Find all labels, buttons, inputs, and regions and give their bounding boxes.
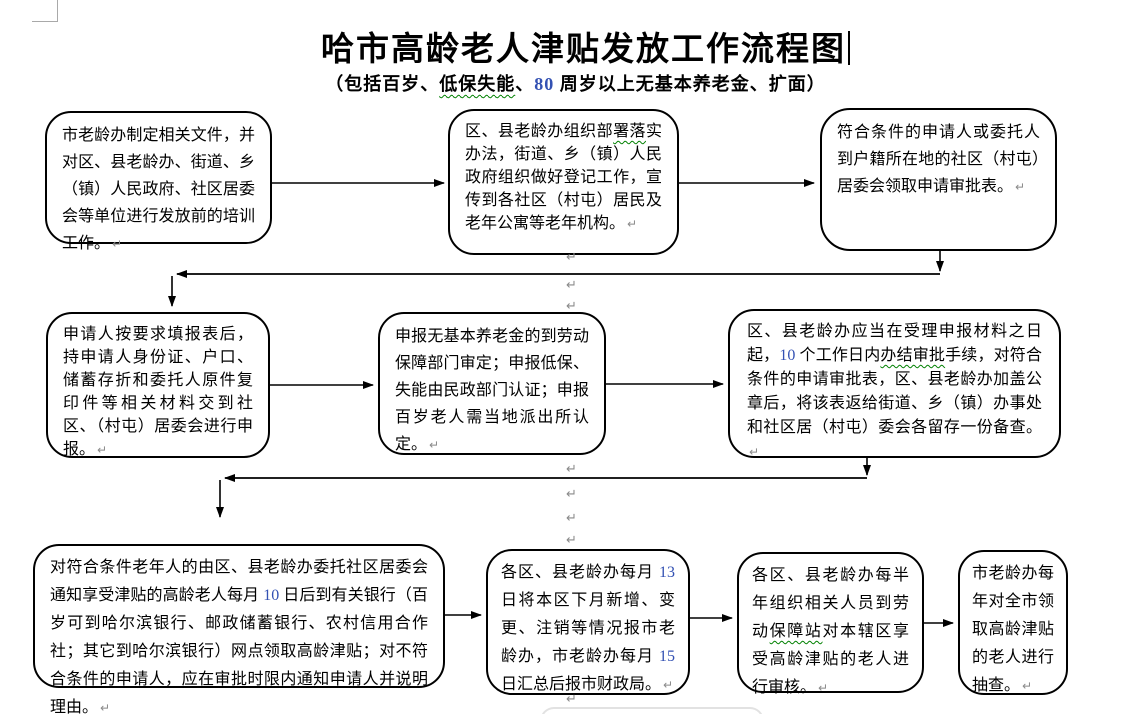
text-segment-num: 10 xyxy=(779,347,796,364)
paragraph-mark: ↵ xyxy=(566,533,577,548)
text-segment: 区、县老龄办应当在受理申报材料之日起， xyxy=(747,323,1042,364)
text-segment: 日将本区下月新增、变更、注销等情况报市老龄办，市老龄办每月 xyxy=(501,592,675,665)
text-segment-wavy: 署落 xyxy=(613,123,646,140)
paragraph-mark: ↵ xyxy=(566,299,577,314)
text-segment-num: 15 xyxy=(659,648,675,665)
text-segment: 市老龄办制定相关文件，并对区、县老龄办、街道、乡（镇）人民政府、社区居委会等单位… xyxy=(62,127,255,252)
text-segment-num: 13 xyxy=(659,564,675,581)
paragraph-mark: ↵ xyxy=(112,237,123,251)
margin-corner-mark-vertical xyxy=(57,0,58,21)
page-title[interactable]: 哈市高龄老人津贴发放工作流程图 xyxy=(20,22,1131,70)
text-segment: 对符合条件老年人的由区、县老龄办委托社区居委会通知享受津贴的高龄老人每月 xyxy=(50,559,428,604)
text-segment: 个工作日内 xyxy=(795,347,881,364)
text-segment: 实办法，街道、乡（镇）人民政府组织做好登记工作，宣传到各社区（村屯）居民及老年公… xyxy=(465,123,662,232)
flow-box-8-monthly-report[interactable]: 各区、县老龄办每月 13 日将本区下月新增、变更、注销等情况报市老龄办，市老龄办… xyxy=(486,549,690,695)
paragraph-mark: ↵ xyxy=(429,438,440,452)
text-segment-num: 80 xyxy=(534,74,555,94)
paragraph-mark: ↵ xyxy=(566,278,577,293)
flow-box-2-deployment[interactable]: 区、县老龄办组织部署落实办法，街道、乡（镇）人民政府组织做好登记工作，宣传到各社… xyxy=(448,109,679,255)
text-segment: 区、县老龄办组织部 xyxy=(465,123,614,140)
flow-box-5-certification[interactable]: 申报无基本养老金的到劳动保障部门审定；申报低保、失能由民政部门认证；申报百岁老人… xyxy=(378,312,606,455)
paragraph-mark: ↵ xyxy=(566,462,577,477)
text-segment: 周岁以上无基本养老金、扩面） xyxy=(554,74,826,94)
text-segment: 市老龄办每年对全市领取高龄津贴的老人进行抽查。 xyxy=(972,565,1054,694)
text-segment: 对本辖区享受高龄津贴的老人进行审核。 xyxy=(752,623,909,696)
paragraph-mark: ↵ xyxy=(627,217,638,231)
flow-box-4-submit-materials[interactable]: 申请人按要求填报表后，持申请人身份证、户口、储蓄存折和委托人原件复印件等相关材料… xyxy=(46,312,270,458)
text-segment: 申请人按要求填报表后，持申请人身份证、户口、储蓄存折和委托人原件复印件等相关材料… xyxy=(63,326,253,458)
text-cursor-caret xyxy=(848,31,850,65)
text-segment: 申报无基本养老金的到劳动保障部门审定；申报低保、失能由民政部门认证；申报百岁老人… xyxy=(395,328,589,453)
text-segment: 各区、县老龄办每半年组织相关人员到劳动 xyxy=(752,567,909,640)
partial-shape-bottom xyxy=(540,707,764,714)
paragraph-mark: ↵ xyxy=(100,701,111,714)
paragraph-mark: ↵ xyxy=(818,681,829,695)
paragraph-mark: ↵ xyxy=(663,678,674,692)
paragraph-mark: ↵ xyxy=(1015,180,1026,194)
flow-box-6-approval[interactable]: 区、县老龄办应当在受理申报材料之日起，10 个工作日内办结审批手续，对符合条件的… xyxy=(728,309,1061,459)
text-segment: 日后到有关银行（百岁可到哈尔滨银行、邮政储蓄银行、农村信用合作社；其它到哈尔滨银… xyxy=(50,587,428,714)
text-segment-wavy: 保障站 xyxy=(769,623,823,640)
text-segment: （包括百岁、 xyxy=(325,74,440,94)
flow-box-3-get-form[interactable]: 符合条件的申请人或委托人到户籍所在地的社区（村屯）居委会领取申请审批表。↵ xyxy=(820,108,1057,251)
paragraph-mark: ↵ xyxy=(566,692,577,707)
text-segment: 手续，对符合条件的申请审批表，区、县老龄办加盖公章后，将该表返给街道、乡（镇）办… xyxy=(747,347,1042,436)
paragraph-mark: ↵ xyxy=(566,487,577,502)
text-segment-num: 10 xyxy=(263,587,280,604)
text-segment: 日汇总后报市财政局。 xyxy=(501,676,662,693)
text-segment: 各区、县老龄办每月 xyxy=(501,564,659,581)
text-segment-wavy: 办结审批 xyxy=(880,347,946,364)
paragraph-mark: ↵ xyxy=(749,445,760,459)
page-title-text: 哈市高龄老人津贴发放工作流程图 xyxy=(321,32,846,68)
text-segment-wavy: 低保失能 xyxy=(439,74,516,94)
flow-box-7-payment[interactable]: 对符合条件老年人的由区、县老龄办委托社区居委会通知享受津贴的高龄老人每月 10 … xyxy=(33,544,445,714)
text-segment: 符合条件的申请人或委托人到户籍所在地的社区（村屯）居委会领取申请审批表。 xyxy=(837,124,1040,195)
flow-box-1-training[interactable]: 市老龄办制定相关文件，并对区、县老龄办、街道、乡（镇）人民政府、社区居委会等单位… xyxy=(45,111,272,252)
paragraph-mark: ↵ xyxy=(97,443,108,457)
page-subtitle[interactable]: （包括百岁、低保失能、80 周岁以上无基本养老金、扩面） xyxy=(10,70,1131,96)
text-segment: 、 xyxy=(515,74,535,94)
flow-box-9-half-year-review[interactable]: 各区、县老龄办每半年组织相关人员到劳动保障站对本辖区享受高龄津贴的老人进行审核。… xyxy=(737,552,924,696)
paragraph-mark: ↵ xyxy=(566,511,577,526)
flow-box-10-spot-check[interactable]: 市老龄办每年对全市领取高龄津贴的老人进行抽查。↵ xyxy=(958,550,1068,695)
margin-corner-mark-horizontal xyxy=(32,21,58,22)
paragraph-mark: ↵ xyxy=(1022,679,1033,693)
paragraph-mark: ↵ xyxy=(566,250,577,265)
